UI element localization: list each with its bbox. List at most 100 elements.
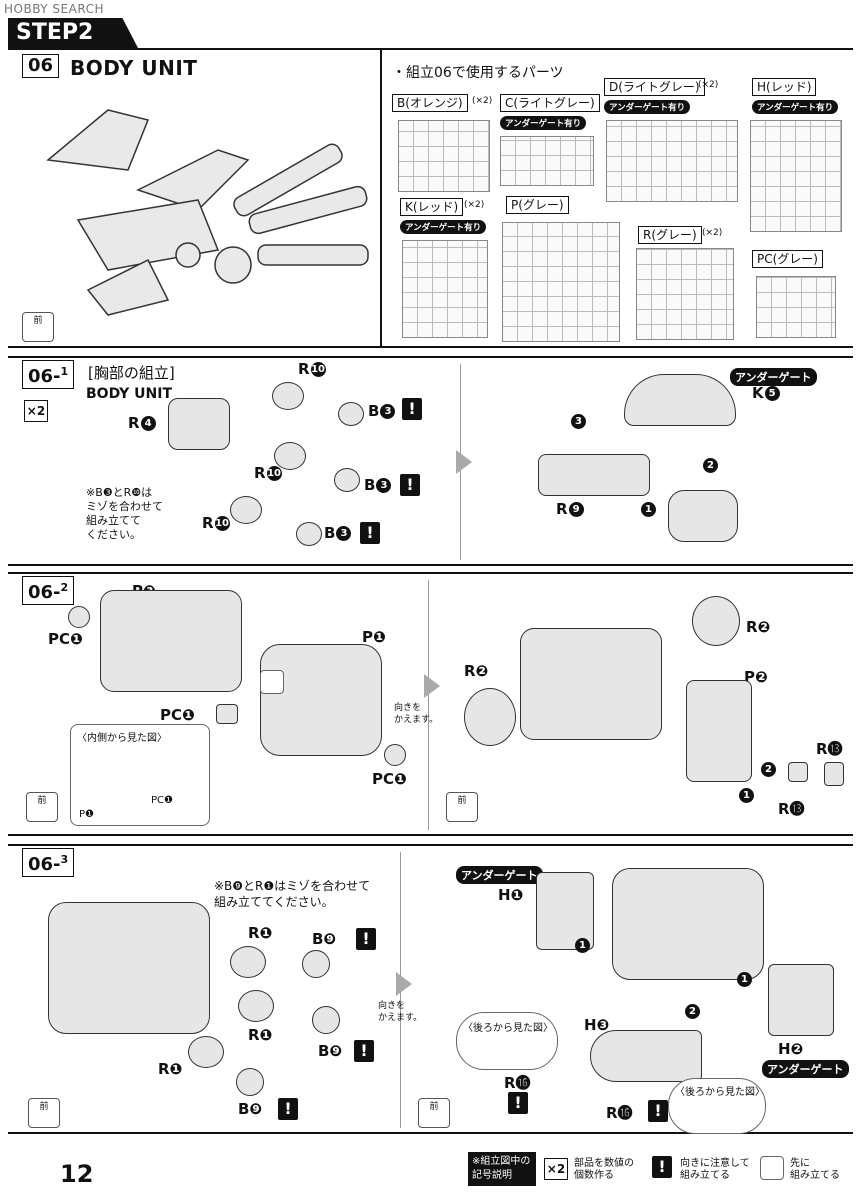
section-06-1-title: BODY UNIT <box>86 386 173 402</box>
callout-r2-b: R❷ <box>746 618 771 636</box>
legend-warning-icon: ! <box>652 1156 672 1178</box>
callout-r16-a: R⓰ <box>504 1074 531 1092</box>
part-r1-cone-c <box>188 1036 224 1068</box>
back-view-inset-b: 〈後ろから見た図〉 <box>668 1078 766 1134</box>
front-orientation-icon-06-3b: 前 <box>418 1098 450 1128</box>
part-r13-a <box>788 762 808 782</box>
step-2-num: 2 <box>703 458 718 473</box>
part-body-core-06-3b <box>612 868 764 980</box>
callout-p2: P❷ <box>744 668 768 686</box>
runner-pc <box>756 276 836 338</box>
callout-b3-c-num: 3 <box>336 526 352 541</box>
body-unit-illustration <box>46 109 369 316</box>
step-1-num-06-3: 1 <box>575 938 590 953</box>
part-pc-name: PC(グレー) <box>757 252 818 266</box>
part-d-label: D(ライトグレー) <box>604 78 705 96</box>
warning-icon-e: ! <box>354 1040 374 1062</box>
callout-b3-a-num: 3 <box>380 404 396 419</box>
inner-view-pc1: PC❶ <box>151 795 173 806</box>
callout-r1-b: R❶ <box>248 1026 273 1044</box>
front-orientation-icon-06-2: 前 <box>26 792 58 822</box>
callout-r4-num: 4 <box>140 416 156 431</box>
part-h2-strut <box>768 964 834 1036</box>
section-06-3-note: ※B❾とR❶はミゾを合わせて 組み立ててください。 <box>214 879 371 909</box>
part-r4-body <box>168 398 230 450</box>
part-pc1-cap-b <box>216 704 238 724</box>
callout-r1-c: R❶ <box>158 1060 183 1078</box>
section-06-1-note: ※B❸とR❿は ミゾを合わせて 組み立てて ください。 <box>86 486 163 541</box>
step-1-num: 1 <box>641 502 656 517</box>
part-b9-cone-c <box>236 1068 264 1096</box>
watermark: HOBBY SEARCH <box>4 2 104 16</box>
warning-icon-c: ! <box>360 522 380 544</box>
runner-k <box>402 240 488 338</box>
part-p2-block <box>686 680 752 782</box>
undergate-badge-h2: アンダーゲート <box>762 1060 849 1078</box>
part-body-core <box>520 628 662 740</box>
page-number: 12 <box>60 1160 94 1188</box>
turn-note-06-2: 向きを かえます。 <box>394 703 439 725</box>
part-k-undergate-badge: アンダーゲート有り <box>400 220 487 234</box>
callout-r9-letter: R <box>556 500 568 518</box>
part-k5-shell <box>624 374 736 426</box>
part-p3-housing <box>100 590 242 692</box>
part-r9-frame <box>538 454 650 496</box>
step-3-marker: 3 <box>570 412 586 430</box>
callout-pc1-a: PC❶ <box>48 630 83 648</box>
part-c-undergate-badge: アンダーゲート有り <box>500 116 587 130</box>
callout-b3-a-letter: B <box>368 402 380 420</box>
callout-r10-c-num: 10 <box>214 516 230 531</box>
callout-r1-a: R❶ <box>248 924 273 942</box>
part-r2-wheel <box>464 688 516 746</box>
warning-icon-d: ! <box>356 928 376 950</box>
section-06-3-sub: 3 <box>60 853 69 866</box>
part-body-core-06-3 <box>48 902 210 1034</box>
part-h3-nose <box>590 1030 702 1082</box>
callout-pc1-c: PC❶ <box>372 770 407 788</box>
callout-r10-a-num: 10 <box>310 362 326 377</box>
section-06-1-num: 06- <box>28 366 61 387</box>
callout-r16-b: R⓰ <box>606 1104 633 1122</box>
callout-p1: P❶ <box>362 628 386 646</box>
multiplier-x2-icon: ×2 <box>24 400 48 422</box>
callout-k5-letter: K <box>752 384 764 402</box>
front-label: 前 <box>33 316 43 326</box>
step-1-marker: 1 <box>640 500 656 518</box>
section-06-2-label: 06-2 <box>22 576 75 605</box>
part-c-name: C(ライトグレー) <box>505 96 595 110</box>
section-06-divider <box>380 50 382 346</box>
warning-icon-a: ! <box>402 398 422 420</box>
section-06-3-label: 06-3 <box>22 848 75 877</box>
callout-r10-b-letter: R <box>254 464 266 482</box>
part-pc1-cap-a <box>68 606 90 628</box>
part-r2-cap <box>692 596 740 646</box>
callout-h2: H❷ <box>778 1040 804 1058</box>
flow-arrow-06-2 <box>424 674 440 698</box>
step-1-marker-06-2: 1 <box>738 786 754 804</box>
part-r10-cone-a <box>272 382 304 410</box>
step-banner: STEP2 <box>8 18 138 48</box>
front-orientation-icon: 前 <box>22 312 54 342</box>
part-r10-cone-b <box>274 442 306 470</box>
step-1-marker-06-3: 1 <box>574 936 590 954</box>
section-06-1-label: 06-1 <box>22 360 75 389</box>
runner-p <box>502 222 620 342</box>
step-2-num-06-3: 2 <box>685 1004 700 1019</box>
part-h-label: H(レッド) <box>752 78 817 96</box>
part-b9-cone-a <box>302 950 330 978</box>
callout-r2-a: R❷ <box>464 662 489 680</box>
legend-first-assembly-icon <box>760 1156 784 1180</box>
part-p-name: P(グレー) <box>511 198 564 212</box>
front-orientation-icon-06-3: 前 <box>28 1098 60 1128</box>
part-r1-cone-b <box>238 990 274 1022</box>
callout-r4-letter: R <box>128 414 140 432</box>
parts-heading: ・組立06で使用するパーツ <box>392 65 564 81</box>
back-view-title-a: 〈後ろから見た図〉 <box>463 1023 553 1034</box>
first-assembly-icon <box>260 670 284 694</box>
callout-pc1-b: PC❶ <box>160 706 195 724</box>
